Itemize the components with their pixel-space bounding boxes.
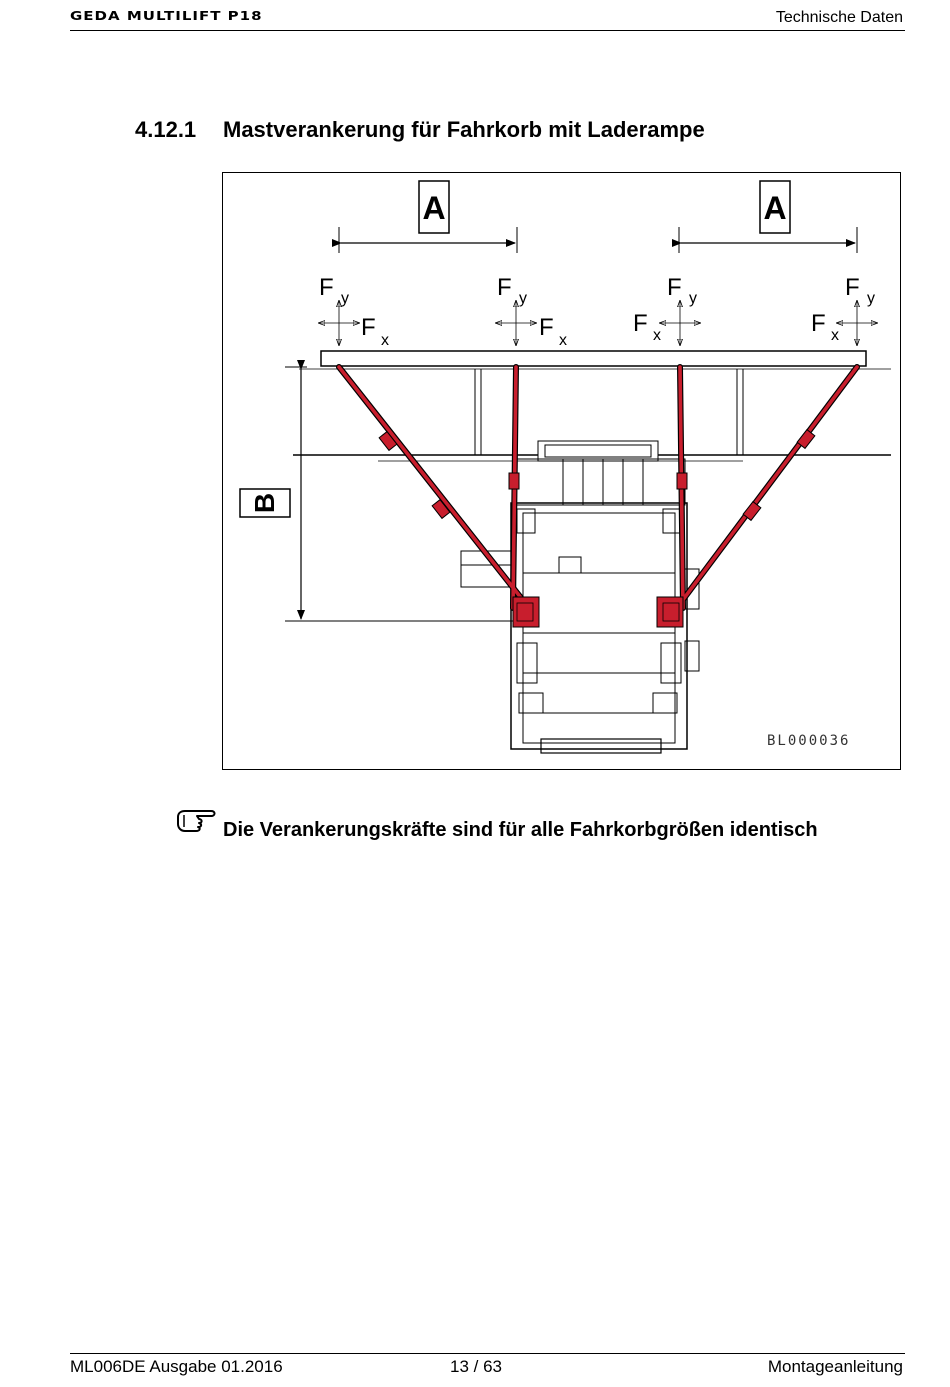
strut-red bbox=[337, 365, 859, 615]
brand-logo: GEDA MULTILIFT P18 bbox=[70, 8, 263, 24]
dimension-b-box bbox=[239, 488, 291, 518]
dimension-a-right-box bbox=[759, 180, 791, 234]
footer-manual-type: Montageanleitung bbox=[767, 1357, 903, 1376]
svg-text:x: x bbox=[653, 327, 661, 344]
footer-page-number: 13 / 63 bbox=[450, 1357, 502, 1376]
page-header: GEDA MULTILIFT P18 Technische Daten bbox=[70, 6, 905, 31]
svg-text:F: F bbox=[845, 274, 860, 301]
footer-document-id: ML006DE Ausgabe 01.2016 bbox=[70, 1357, 283, 1376]
svg-text:F: F bbox=[319, 274, 334, 301]
svg-text:x: x bbox=[559, 332, 567, 349]
svg-text:y: y bbox=[341, 290, 349, 307]
note-text: Die Verankerungskräfte sind für alle Fah… bbox=[223, 819, 818, 841]
svg-text:F: F bbox=[361, 314, 376, 341]
svg-text:F: F bbox=[811, 310, 826, 337]
svg-text:y: y bbox=[519, 290, 527, 307]
header-section-name: Technische Daten bbox=[775, 9, 903, 26]
svg-text:F: F bbox=[633, 310, 648, 337]
dimension-a-left-label: A bbox=[422, 190, 445, 226]
technical-drawing: A A F y F x F y F x F y F x F y F x bbox=[239, 180, 891, 754]
force-arrows bbox=[319, 301, 877, 345]
drawing-id: BL000036 bbox=[767, 733, 851, 749]
svg-text:x: x bbox=[381, 332, 389, 349]
svg-text:y: y bbox=[867, 290, 875, 307]
svg-text:x: x bbox=[831, 327, 839, 344]
svg-text:y: y bbox=[689, 290, 697, 307]
svg-text:F: F bbox=[497, 274, 512, 301]
svg-text:F: F bbox=[667, 274, 682, 301]
wall-beam bbox=[320, 350, 867, 367]
platform-cage bbox=[460, 369, 744, 754]
svg-text:F: F bbox=[539, 314, 554, 341]
dimension-a-left-box bbox=[418, 180, 450, 234]
force-labels: F y F x F y F x F y F x F y F x bbox=[319, 274, 875, 349]
dimension-a-right-label: A bbox=[763, 190, 786, 226]
section-title: Mastverankerung für Fahrkorb mit Laderam… bbox=[223, 117, 705, 142]
page-footer: ML006DE Ausgabe 01.2016 13 / 63 Montagea… bbox=[70, 1353, 905, 1376]
dimension-b-label: B bbox=[249, 493, 280, 513]
anchor-struts bbox=[336, 364, 860, 628]
pointing-hand-icon bbox=[175, 805, 219, 840]
anchoring-drawing: A A F y F x F y F x F y F x F y F x bbox=[222, 172, 901, 770]
section-number: 4.12.1 bbox=[135, 117, 197, 142]
